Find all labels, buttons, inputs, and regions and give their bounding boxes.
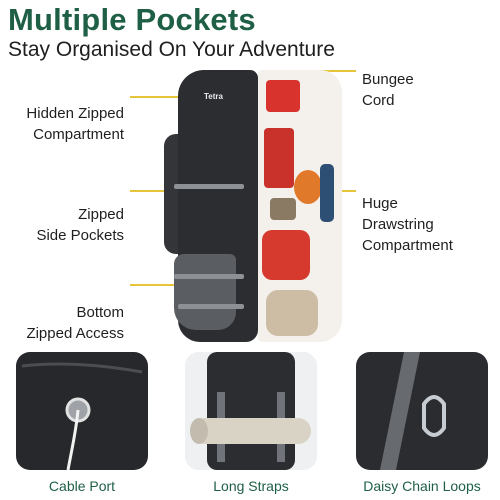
long-straps-caption: Long Straps [213,478,289,494]
callout-bungee-cord-line2: Cord [362,92,395,109]
pack-logo: Tetra [204,92,223,101]
callout-bungee-cord-tick [306,70,356,72]
callout-side-pockets: Zipped Side Pockets [36,204,124,246]
callout-bungee-cord-line1: Bungee [362,71,414,88]
page-title: Multiple Pockets [8,2,256,37]
callout-side-pockets-line2: Side Pockets [36,227,124,244]
cookware-icon [270,198,296,220]
zip-seam [21,362,143,374]
water-bottle-icon [320,164,334,222]
callout-drawstring-line2: Drawstring [362,216,434,233]
callout-drawstring: Huge Drawstring Compartment [362,193,453,256]
sleeping-bag-icon [262,230,310,280]
sleeping-mat-icon [191,418,311,444]
red-pouch-icon [264,128,294,188]
cable-port-caption: Cable Port [48,478,116,494]
callout-side-pockets-tick [130,190,184,192]
compression-strap [178,304,244,309]
daisy-chain-photo [356,352,488,470]
compression-strap [174,184,244,189]
callout-bottom-access-tick [130,284,184,286]
callout-hidden-compartment: Hidden Zipped Compartment [26,103,124,145]
callout-side-pockets-line1: Zipped [78,206,124,223]
callout-bottom-access: Bottom Zipped Access [26,302,124,344]
callout-drawstring-line1: Huge [362,195,398,212]
pack-contents [258,70,342,342]
callout-drawstring-line3: Compartment [362,237,453,254]
daisy-chain-strap [380,352,420,470]
compression-strap [174,274,244,279]
callout-hidden-compartment-line1: Hidden Zipped [26,105,124,122]
sleeping-mat-end [190,418,208,444]
callout-bungee-cord: Bungee Cord [362,69,414,111]
long-straps-photo [185,352,317,470]
backpack-illustration: Tetra [158,64,348,346]
cable-icon [66,409,80,470]
cable-port-photo [16,352,148,470]
first-aid-kit-icon [266,80,300,112]
daisy-chain-caption: Daisy Chain Loops [363,478,481,494]
callout-hidden-compartment-line2: Compartment [33,126,124,143]
callout-bottom-access-line1: Bottom [76,304,124,321]
carabiner-icon [422,395,446,437]
page-subtitle: Stay Organised On Your Adventure [8,38,335,61]
callout-hidden-compartment-tick [130,96,184,98]
rope-coil-icon [294,170,322,204]
bottom-compartment [174,254,236,330]
callout-bottom-access-line2: Zipped Access [26,325,124,342]
boots-icon [266,290,318,336]
